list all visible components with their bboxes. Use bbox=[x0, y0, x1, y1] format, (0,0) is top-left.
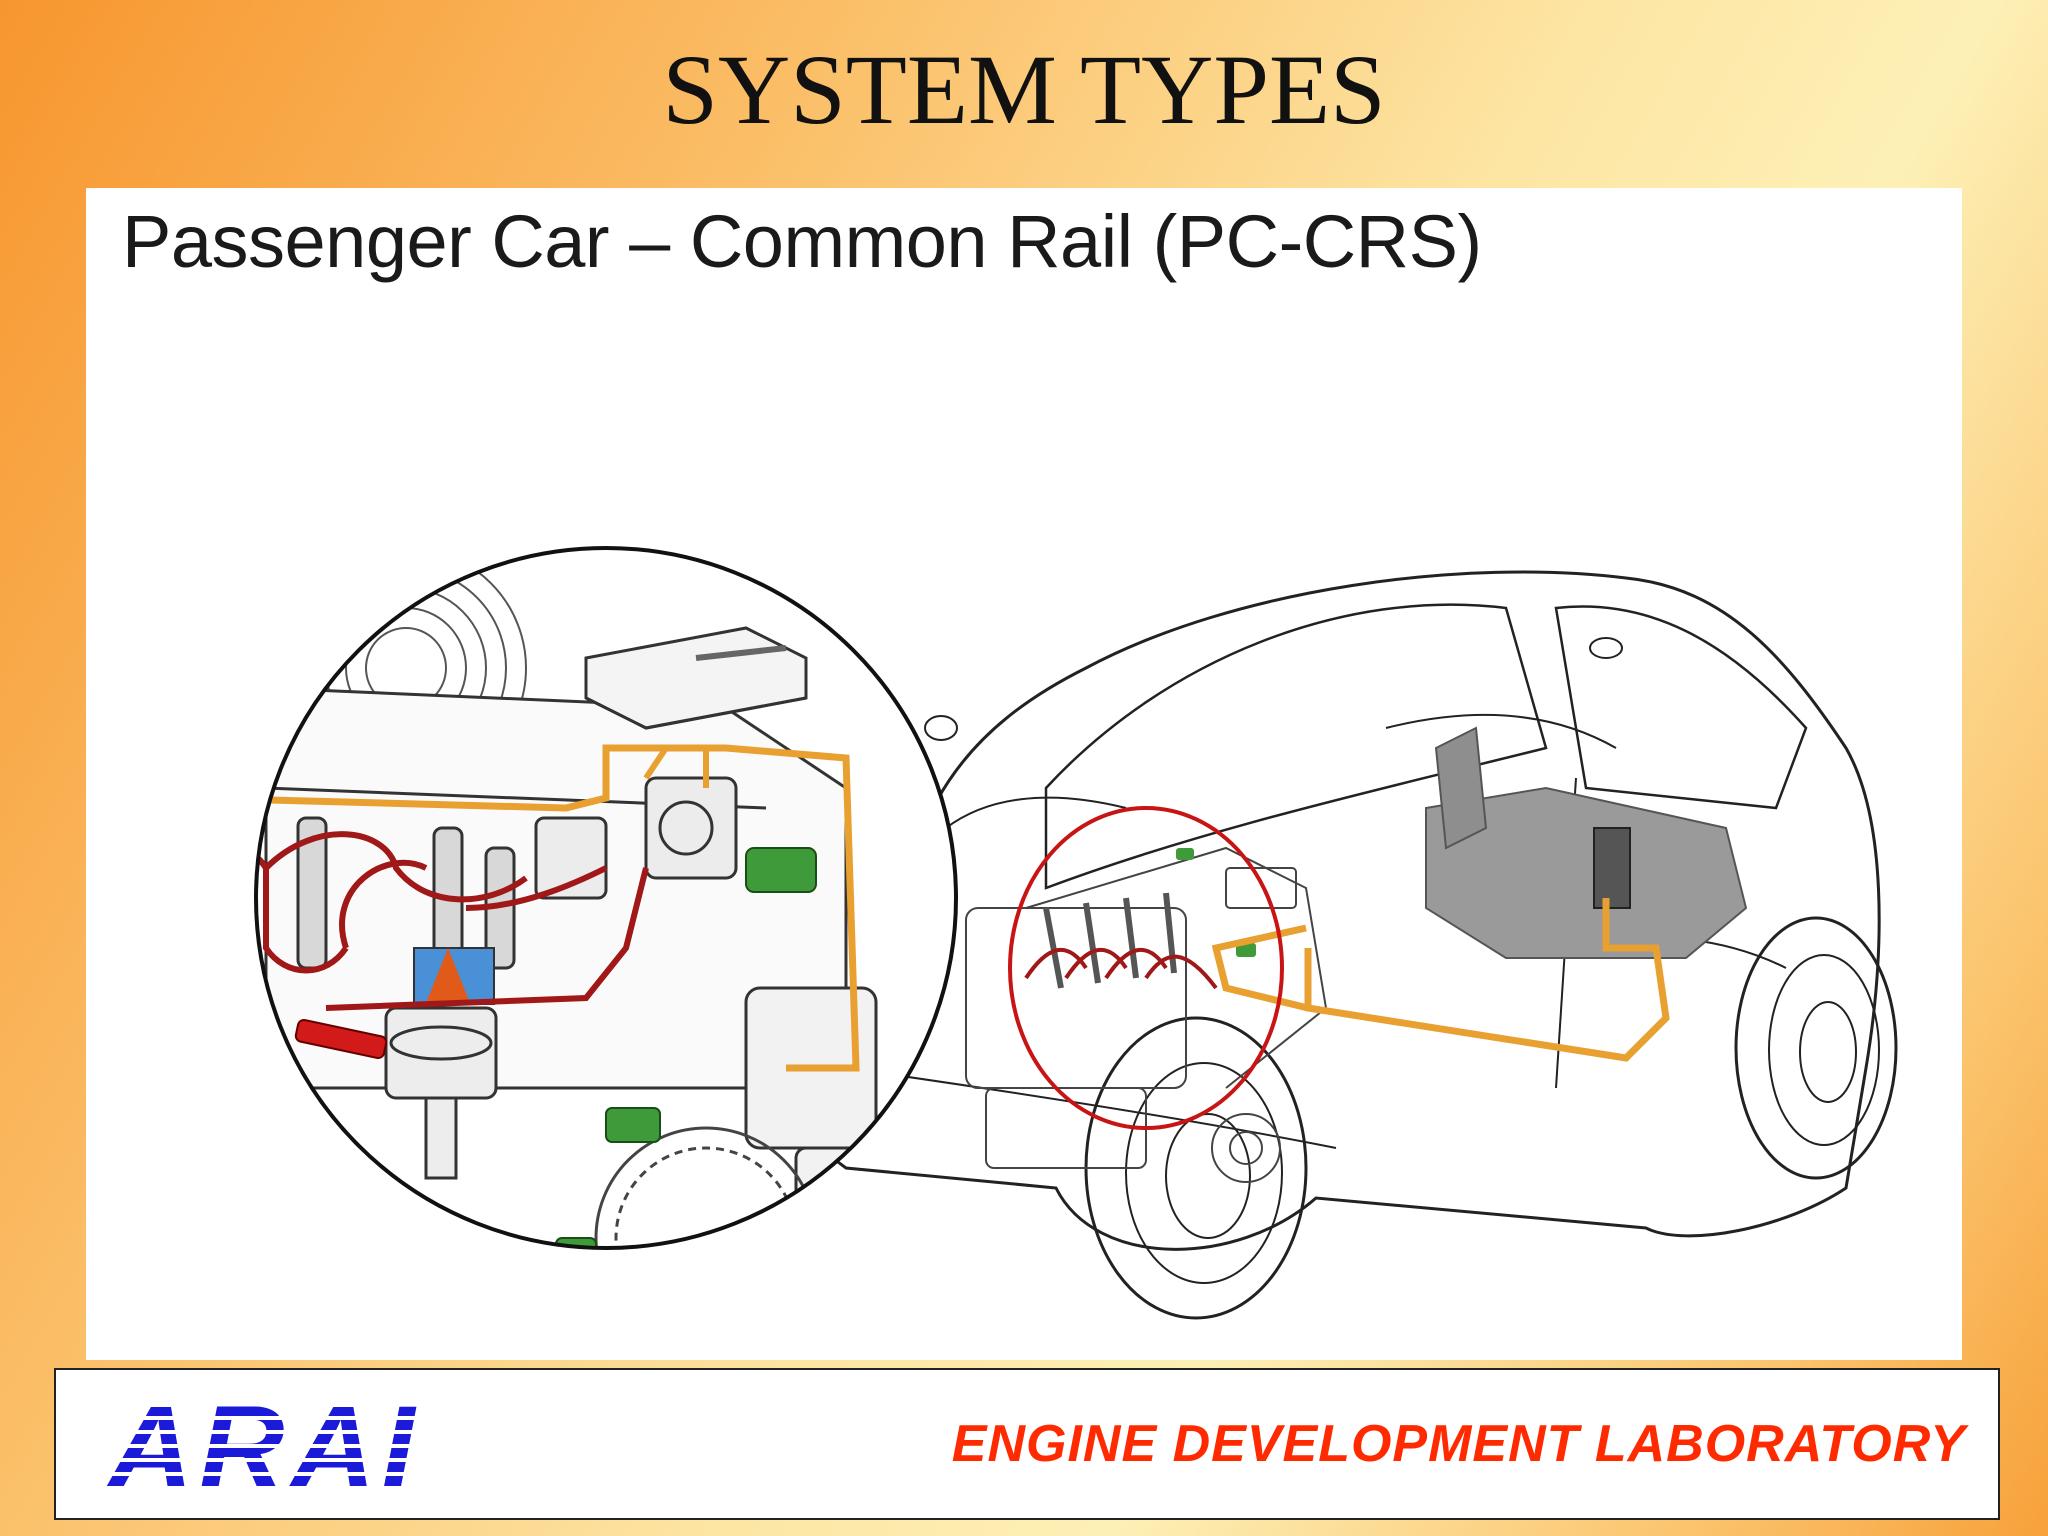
rear-wheel bbox=[1734, 916, 1898, 1180]
engine-high-pressure-lines bbox=[1024, 947, 1218, 990]
engine-bay bbox=[965, 846, 1328, 1183]
fuel-tank bbox=[1425, 726, 1748, 959]
fuel-rail bbox=[294, 1019, 388, 1059]
engine-small-sensors bbox=[1176, 848, 1256, 957]
engine-injectors-small bbox=[1043, 892, 1177, 989]
high-pressure-lines bbox=[256, 831, 649, 1011]
diagram-panel: Passenger Car – Common Rail (PC-CRS) bbox=[86, 188, 1962, 1360]
fuel-spray bbox=[426, 948, 470, 1003]
svg-text:ARAI: ARAI bbox=[105, 1392, 420, 1502]
ecu bbox=[584, 626, 808, 730]
car-low-pressure-line bbox=[1211, 898, 1670, 1062]
piston bbox=[384, 1006, 498, 1180]
arai-logo: ARAI bbox=[105, 1392, 420, 1502]
highlight-circle bbox=[1008, 806, 1284, 1130]
lab-name: ENGINE DEVELOPMENT LABORATORY bbox=[951, 1415, 1966, 1473]
pressure-control-valve bbox=[555, 847, 817, 1248]
zoom-detail bbox=[254, 546, 958, 1250]
footer-bar: ARAI ENGINE DEVELOPMENT LABORATORY bbox=[54, 1368, 2000, 1520]
common-rail-diagram bbox=[254, 546, 1898, 1320]
diagram-title: Passenger Car – Common Rail (PC-CRS) bbox=[122, 200, 1482, 283]
slide-title: SYSTEM TYPES bbox=[662, 34, 1386, 145]
pump-feed-line bbox=[643, 745, 709, 788]
